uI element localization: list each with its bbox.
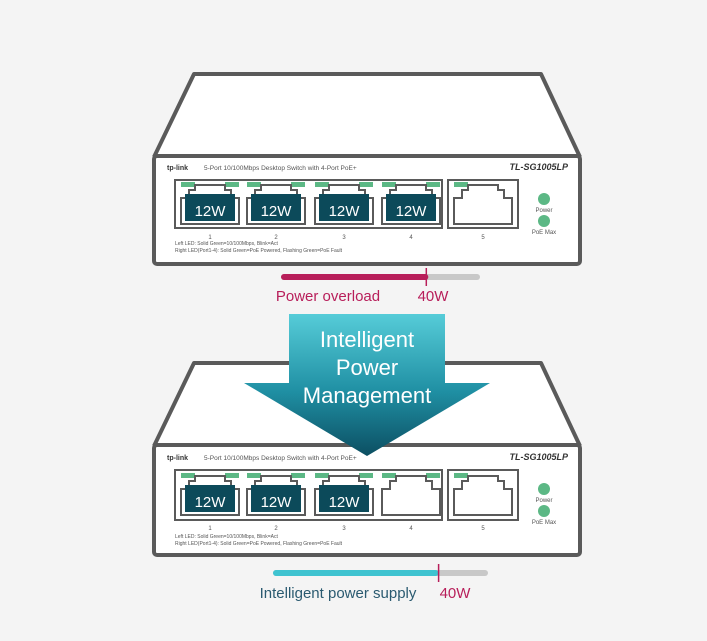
ethernet-port-3: 12W 3 <box>314 473 374 532</box>
port-led-right <box>359 182 373 187</box>
port-number: 4 <box>409 235 413 241</box>
port-led-right <box>291 473 305 478</box>
port-active-fill <box>319 194 369 221</box>
port-led-left <box>315 473 329 478</box>
port-number: 5 <box>481 526 485 532</box>
power-led-label: Power <box>535 208 552 214</box>
port-active-fill <box>251 194 301 221</box>
port-load-label: 12W <box>329 494 361 511</box>
port-number: 3 <box>342 235 346 241</box>
arrow-text-line3: Management <box>303 383 431 408</box>
port-active-fill <box>319 485 369 512</box>
port-row: 12W 1 12W 2 12W 3 12W 4 5 <box>180 182 513 241</box>
rj45-socket <box>381 475 441 516</box>
port-led-left <box>315 182 329 187</box>
port-led-left <box>382 182 396 187</box>
model-name: TL-SG1005LP <box>509 452 569 462</box>
ethernet-port-2: 12W 2 <box>246 473 306 532</box>
port-load-label: 12W <box>195 203 227 220</box>
led-legend-right: Right LED(Port1-4): Solid Green=PoE Powe… <box>175 541 343 547</box>
port-led-left <box>382 473 396 478</box>
arrow-text-line1: Intelligent <box>320 327 414 352</box>
port-led-left <box>247 473 261 478</box>
port-load-label: 12W <box>329 203 361 220</box>
brand-logo: tp-link <box>167 455 188 462</box>
port-number: 1 <box>208 235 212 241</box>
port-active-fill <box>185 485 235 512</box>
led-legend-right: Right LED(Port1-4): Solid Green=PoE Powe… <box>175 248 343 254</box>
rj45-socket <box>453 184 513 225</box>
switch-description: 5-Port 10/100Mbps Desktop Switch with 4-… <box>204 455 357 462</box>
intelligent-power-arrow: Intelligent Power Management <box>244 314 490 456</box>
arrow-down-icon <box>244 314 490 456</box>
power-led <box>538 483 550 495</box>
ethernet-port-2: 12W 2 <box>246 182 306 241</box>
ethernet-port-3: 12W 3 <box>314 182 374 241</box>
ethernet-port-1: 12W 1 <box>180 182 240 241</box>
ethernet-port-4: 12W 4 <box>381 182 441 241</box>
ethernet-port-5: 5 <box>453 182 513 241</box>
switch-top: tp-link 5-Port 10/100Mbps Desktop Switch… <box>152 72 582 266</box>
port-load-label: 12W <box>195 494 227 511</box>
power-led-label: Power <box>535 498 552 504</box>
port-active-fill <box>185 194 235 221</box>
port-led-right <box>291 182 305 187</box>
port-active-fill <box>251 485 301 512</box>
port-led-right <box>426 473 440 478</box>
ethernet-port-5: 5 <box>453 473 513 532</box>
port-load-label: 12W <box>261 494 293 511</box>
rj45-socket <box>453 475 513 516</box>
port-row: 12W 1 12W 2 12W 3 4 5 <box>180 473 513 532</box>
port-number: 3 <box>342 526 346 532</box>
switch-top-lid <box>152 72 582 158</box>
port-number: 2 <box>274 235 278 241</box>
arrow-text-line2: Power <box>336 355 398 380</box>
power-bar-fill <box>273 570 439 576</box>
power-led <box>538 193 550 205</box>
port-number: 1 <box>208 526 212 532</box>
port-load-label: 12W <box>396 203 428 220</box>
poe-max-led-label: PoE Max <box>532 230 556 236</box>
poe-max-led-label: PoE Max <box>532 520 556 526</box>
port-number: 5 <box>481 235 485 241</box>
port-led-left <box>454 182 468 187</box>
model-name: TL-SG1005LP <box>509 162 569 172</box>
port-number: 4 <box>409 526 413 532</box>
port-led-right <box>426 182 440 187</box>
port-number: 2 <box>274 526 278 532</box>
switch-description: 5-Port 10/100Mbps Desktop Switch with 4-… <box>204 165 357 172</box>
poe-port-group-box <box>174 469 443 521</box>
power-bar-top: Power overload 40W <box>276 268 480 305</box>
brand-logo: tp-link <box>167 165 188 172</box>
poe-max-led <box>538 505 550 517</box>
power-bar-fill <box>281 274 429 280</box>
port-led-left <box>454 473 468 478</box>
port-led-left <box>181 473 195 478</box>
uplink-port-group-box <box>447 179 519 229</box>
poe-port-group-box <box>174 179 443 229</box>
port-led-right <box>359 473 373 478</box>
power-limit-label: 40W <box>440 585 472 602</box>
power-bar-bottom: Intelligent power supply 40W <box>260 564 488 602</box>
power-limit-label: 40W <box>418 288 450 305</box>
port-active-fill <box>386 194 436 221</box>
port-led-left <box>247 182 261 187</box>
power-overload-label: Power overload <box>276 288 380 305</box>
ethernet-port-4: 4 <box>381 473 441 532</box>
uplink-port-group-box <box>447 469 519 521</box>
poe-max-led <box>538 215 550 227</box>
port-led-left <box>181 182 195 187</box>
led-legend-left: Left LED: Solid Green=10/100Mbps, Blink=… <box>175 534 278 540</box>
intelligent-power-label: Intelligent power supply <box>260 585 417 602</box>
led-legend-left: Left LED: Solid Green=10/100Mbps, Blink=… <box>175 241 278 247</box>
port-load-label: 12W <box>261 203 293 220</box>
port-led-right <box>225 182 239 187</box>
ethernet-port-1: 12W 1 <box>180 473 240 532</box>
port-led-right <box>225 473 239 478</box>
